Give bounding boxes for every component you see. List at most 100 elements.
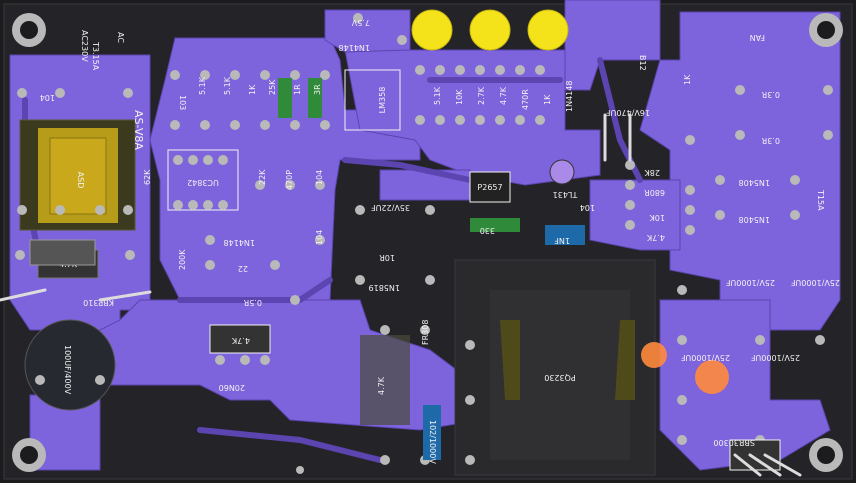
pour-top-mid <box>344 49 601 186</box>
ntc <box>29 239 96 266</box>
label-104: 104 <box>40 93 55 102</box>
label-680r: 680R <box>644 188 665 197</box>
label-1n4148-top: 1N4148 <box>339 43 370 52</box>
led-2 <box>469 9 511 51</box>
label-1r: 1R <box>293 84 302 95</box>
label-pq: PQ3230 <box>544 373 575 382</box>
ic-uc3842 <box>167 149 239 211</box>
label-104-a: 104 <box>315 170 324 185</box>
res-green-1 <box>278 78 292 118</box>
leds <box>411 9 729 394</box>
label-25k: 25K <box>268 79 277 95</box>
trace-c <box>342 157 473 183</box>
label-ac230v: AC230V <box>80 30 89 62</box>
label-fr308: FR308 <box>421 320 430 345</box>
label-28k: 28K <box>644 168 660 177</box>
label-35v: 35V/22UF <box>371 203 410 212</box>
ic-optocoupler <box>469 171 511 203</box>
xfmr-winding <box>49 137 107 215</box>
label-47k-c: 4.7K <box>231 336 250 345</box>
mosfet <box>209 324 271 354</box>
pour-right <box>639 11 841 331</box>
label-104-c: 104 <box>315 230 324 245</box>
label-3r: 3R <box>313 84 322 95</box>
label-led: B12 <box>638 55 647 71</box>
label-xfmr: ASD <box>76 172 85 189</box>
ics: UC3842 LM358 P2657 TL431 <box>167 69 579 211</box>
label-10r: 10R <box>379 253 395 262</box>
label-47k-d: 4.7K <box>377 376 386 395</box>
label-62k: 62K <box>143 169 152 185</box>
label-1n5408-b: 1N5408 <box>739 215 770 224</box>
label-lm358: LM358 <box>378 87 387 114</box>
res-330 <box>470 218 520 232</box>
label-104-b: 104 <box>580 203 595 212</box>
label-p2657: P2657 <box>477 183 502 192</box>
label-47k-b: 4.7K <box>646 233 665 242</box>
label-22k: 22K <box>258 169 267 185</box>
pour-top <box>324 9 411 53</box>
label-75v: 7.5V <box>351 18 370 27</box>
label-25v-d: 25V/1000UF <box>750 353 800 362</box>
label-1k-b: 1K <box>543 94 552 105</box>
label-27k-a: 2.7K <box>477 86 486 105</box>
label-47k-a: 4.7K <box>499 86 508 105</box>
label-bridge: KBP310 <box>83 298 114 307</box>
led-orange-1 <box>641 342 667 368</box>
label-1n4148-c: 1N4148 <box>224 238 255 247</box>
pour-center <box>149 37 421 301</box>
label-25v-b: 25V/1000UF <box>790 278 840 287</box>
label-ac: AC <box>116 32 125 43</box>
cap-102 <box>423 405 441 460</box>
label-1k-c: 1K <box>683 74 692 85</box>
pour-mid-right <box>589 179 681 251</box>
label-200k: 200K <box>178 249 187 270</box>
pour-bottom-right <box>659 299 831 471</box>
label-470p: 470P <box>285 170 294 190</box>
label-470r: 470R <box>521 89 530 110</box>
label-16v: 16V/470UF <box>606 108 650 117</box>
label-51k-c: 5.1K <box>433 86 442 105</box>
label-03r-a: 0.3R <box>761 90 780 99</box>
jumpers <box>0 113 802 477</box>
label-fan: FAN <box>750 33 765 42</box>
label-25v-c: 25V/1000UF <box>680 353 730 362</box>
label-20n60: 20N60 <box>219 383 245 392</box>
label-fuse: T3.15A <box>91 41 100 71</box>
label-t15a: T15A <box>816 189 825 211</box>
schottky <box>729 439 781 471</box>
inductor <box>360 335 410 425</box>
label-25v-a: 25V/1000UF <box>725 278 775 287</box>
label-103: 103 <box>178 95 187 110</box>
label-1k-top: 1K <box>248 84 257 95</box>
label-1nf: 1NF <box>554 236 570 245</box>
label-102: 102/1000V <box>428 420 437 464</box>
silkscreen: AC230V T3.15A AC 104 AS-V8A 103 5.1K 5.1… <box>40 18 840 464</box>
led-orange-2 <box>695 360 729 394</box>
label-tl431: TL431 <box>553 190 579 199</box>
label-uc3842: UC3842 <box>187 178 219 187</box>
cap-1nf <box>545 225 585 245</box>
label-03r-b: 0.3R <box>761 136 780 145</box>
tl431-body <box>549 159 575 185</box>
label-22: 22 <box>238 264 248 273</box>
ic-lm358 <box>344 69 401 131</box>
led-3 <box>527 9 569 51</box>
label-10k-b: 10K <box>649 213 665 222</box>
label-100uf: 100UF/400V <box>63 345 72 395</box>
input-transformer: ASD <box>19 119 136 231</box>
label-brand: AS-V8A <box>132 110 145 150</box>
mounting-holes <box>12 13 843 472</box>
cap-body <box>24 319 116 411</box>
label-1n5819: 1N5819 <box>369 283 400 292</box>
power-section: PQ3230 <box>454 259 656 476</box>
label-330: 330 <box>480 226 495 235</box>
pads <box>15 13 833 474</box>
led-1 <box>411 9 453 51</box>
label-51k-b: 5.1K <box>223 76 232 95</box>
components <box>29 78 781 471</box>
label-sbr: SBR30300 <box>713 438 755 447</box>
res-green-2 <box>308 78 322 118</box>
